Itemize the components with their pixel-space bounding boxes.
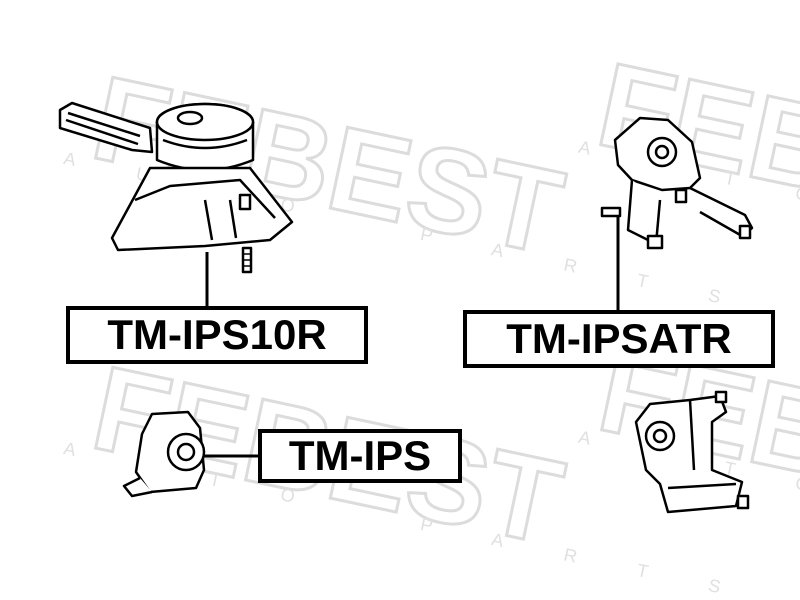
engine-mount-large-illustration bbox=[58, 101, 294, 274]
part-number-label-tm-ipsatr: TM-IPSATR bbox=[463, 310, 775, 368]
engine-mount-rear-illustration bbox=[600, 116, 754, 250]
part-number-label-tm-ips10r: TM-IPS10R bbox=[66, 306, 368, 364]
engine-mount-small-illustration bbox=[122, 410, 206, 498]
part-number-label-tm-ips: TM-IPS bbox=[258, 429, 462, 483]
engine-mount-bracket-illustration bbox=[634, 390, 750, 514]
